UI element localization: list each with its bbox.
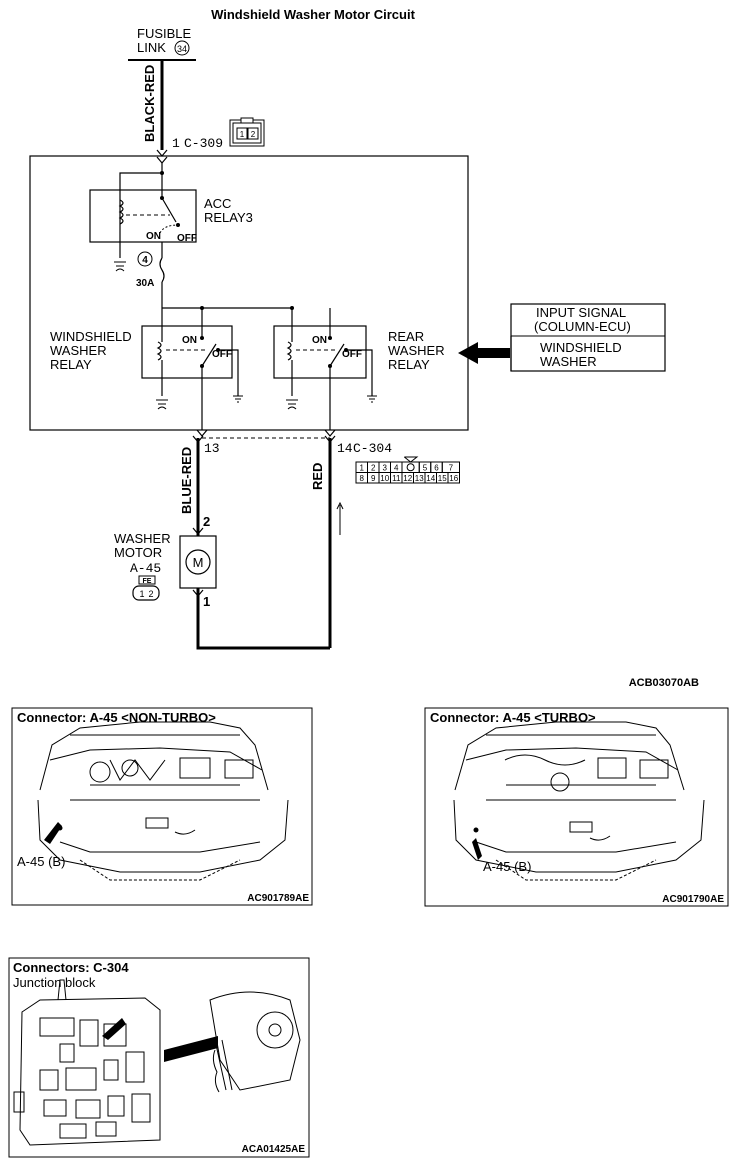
- acc-relay-off: OFF: [177, 233, 197, 244]
- c304-pin-label: 5: [423, 464, 428, 473]
- c304-pin-13: 13: [204, 441, 220, 456]
- motor-symbol: M: [193, 555, 204, 570]
- fusible-link-line1: FUSIBLE: [137, 26, 192, 41]
- diagram-code: ACB03070AB: [629, 677, 699, 689]
- panel-non-turbo: Connector: A-45 <NON-TURBO> A-45 (B) AC9…: [11, 707, 313, 906]
- acc-relay: ON OFF ACC RELAY3: [89, 189, 253, 244]
- wire-label-blue-red: BLUE-RED: [179, 447, 194, 514]
- c304-pin-label: 9: [371, 474, 376, 483]
- rear-relay-off: OFF: [342, 349, 362, 360]
- panel-non-turbo-code: AC901789AE: [247, 893, 309, 904]
- diagram-title: Windshield Washer Motor Circuit: [211, 7, 415, 22]
- motor-pin-top: 2: [203, 514, 210, 529]
- c304-pin-cell: [447, 472, 460, 484]
- windshield-relay-line2: WASHER: [50, 343, 107, 358]
- ground-icon: [114, 261, 126, 272]
- ground-icon: [156, 399, 168, 410]
- rear-washer-relay: ON OFF REAR WASHER RELAY: [273, 325, 445, 396]
- c309-connector-icon: 1 2: [229, 117, 265, 147]
- windshield-relay-off: OFF: [212, 349, 232, 360]
- ground-icon: [233, 395, 243, 403]
- windshield-relay-line3: RELAY: [50, 357, 92, 372]
- ground-icon: [286, 399, 298, 410]
- panel-non-turbo-pointer: A-45 (B): [17, 854, 65, 869]
- fuse-number: 4: [142, 255, 148, 266]
- windshield-relay-on: ON: [182, 335, 197, 346]
- panel-c304-title: Connectors: C-304: [13, 960, 129, 975]
- c304-name: C-304: [353, 441, 392, 456]
- c309-name: C-309: [184, 136, 223, 151]
- c304-pin-label: 2: [371, 464, 376, 473]
- svg-text:2: 2: [148, 589, 153, 599]
- windshield-washer-relay: ON OFF WINDSHIELD WASHER RELAY: [50, 325, 239, 396]
- rear-relay-on: ON: [312, 335, 327, 346]
- ground-icon: [367, 395, 377, 403]
- panel-turbo-code: AC901790AE: [662, 894, 724, 905]
- c304-pin-label: 13: [415, 474, 424, 483]
- c304-pin-label: 3: [383, 464, 388, 473]
- input-signal-line2: (COLUMN-ECU): [534, 319, 631, 334]
- c304-pin-label: 16: [449, 474, 458, 483]
- fuse-rating: 30A: [136, 278, 154, 289]
- c304-key-icon: [406, 463, 415, 472]
- motor-connector: A-45: [130, 561, 161, 576]
- motor-pin-bottom: 1: [203, 594, 210, 609]
- c304-pin-label: 7: [449, 464, 454, 473]
- panel-turbo-pointer: A-45 (B): [483, 859, 531, 874]
- svg-text:1: 1: [240, 130, 245, 139]
- panel-turbo: Connector: A-45 <TURBO> A-45 (B) AC90179…: [424, 707, 729, 907]
- c309-pin: 1: [172, 136, 180, 151]
- input-signal-line1: INPUT SIGNAL: [536, 305, 626, 320]
- rear-relay-line2: WASHER: [388, 343, 445, 358]
- panel-c304-code: ACA01425AE: [242, 1144, 306, 1155]
- c304-pin-label: 15: [438, 474, 447, 483]
- svg-text:1: 1: [139, 589, 144, 599]
- c304-pin-label: 4: [394, 464, 399, 473]
- acc-relay-line2: RELAY3: [204, 210, 253, 225]
- c304-pin-label: 1: [360, 464, 365, 473]
- wire-label-black-red: BLACK-RED: [142, 65, 157, 142]
- c304-pin-14: 14: [337, 441, 353, 456]
- c304-pin-label: 11: [392, 474, 401, 483]
- c304-pin-label: 6: [434, 464, 439, 473]
- c304-pin-label: 10: [380, 474, 389, 483]
- input-signal-line4: WASHER: [540, 354, 597, 369]
- motor-line1: WASHER: [114, 531, 171, 546]
- svg-text:FE: FE: [143, 578, 152, 585]
- wire-label-red: RED: [310, 463, 325, 490]
- panel-non-turbo-title: Connector: A-45 <NON-TURBO>: [17, 710, 216, 725]
- junction-block-box: [29, 155, 469, 431]
- acc-relay-on: ON: [146, 231, 161, 242]
- c304-pin-label: 8: [360, 474, 365, 483]
- panel-turbo-title: Connector: A-45 <TURBO>: [430, 710, 596, 725]
- panel-c304-subtitle: Junction block: [13, 975, 96, 990]
- fuse-icon: 4 30A: [136, 251, 165, 289]
- fusible-link-line2: LINK: [137, 40, 166, 55]
- rear-relay-line3: RELAY: [388, 357, 430, 372]
- c304-notch: [403, 456, 419, 463]
- panel-c304: Connectors: C-304 Junction block ACA0142…: [8, 957, 310, 1158]
- c304-pin-label: 12: [403, 474, 412, 483]
- c304-pin-label: 14: [426, 474, 435, 483]
- rear-relay-line1: REAR: [388, 329, 424, 344]
- acc-relay-line1: ACC: [204, 196, 231, 211]
- washer-motor: 2 M 1 WASHER MOTOR A-45 FE 1 2: [114, 514, 217, 609]
- motor-line2: MOTOR: [114, 545, 162, 560]
- input-signal-box: INPUT SIGNAL (COLUMN-ECU) WINDSHIELD WAS…: [510, 303, 666, 372]
- windshield-relay-line1: WINDSHIELD: [50, 329, 132, 344]
- fusible-link-number: 34: [177, 44, 187, 54]
- fusible-link: FUSIBLE LINK 34: [128, 26, 196, 61]
- input-signal-line3: WINDSHIELD: [540, 340, 622, 355]
- arrow-left-icon: [458, 342, 510, 364]
- svg-text:2: 2: [251, 130, 256, 139]
